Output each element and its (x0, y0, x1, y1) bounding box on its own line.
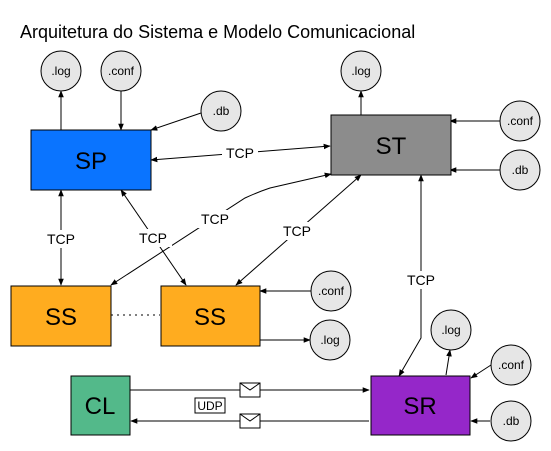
file-sp-conf[interactable]: .conf (100, 50, 142, 92)
node-sr-label: SR (403, 393, 436, 420)
edge-label-st-ss2: TCP (283, 223, 311, 239)
file-sp-conf-label: .conf (108, 64, 135, 78)
edge-label-st-sr: TCP (407, 272, 435, 288)
node-sp[interactable]: SP (30, 129, 152, 191)
file-sr-db-label: .db (503, 414, 520, 428)
file-sr-log-label: .log (441, 323, 460, 337)
node-st[interactable]: ST (330, 114, 452, 176)
file-st-conf[interactable]: .conf (499, 100, 541, 142)
node-cl-label: CL (85, 393, 116, 420)
edge-label-sp-st: TCP (226, 145, 254, 161)
node-sr-box (370, 375, 471, 436)
edge-db-to-sp (150, 112, 202, 131)
node-ss-2-label: SS (194, 304, 226, 331)
envelope-icon (239, 382, 261, 398)
file-st-db-label: .db (512, 163, 529, 177)
node-ss-1-label: SS (45, 304, 77, 331)
node-sr[interactable]: SR (370, 375, 471, 436)
file-st-conf-label: .conf (507, 114, 534, 128)
diagram-title: Arquitetura do Sistema e Modelo Comunica… (20, 22, 415, 42)
node-st-label: ST (376, 133, 407, 160)
file-sr-conf[interactable]: .conf (490, 344, 532, 386)
node-ss-2-box (160, 285, 261, 347)
node-sp-box (30, 129, 152, 191)
node-ss-2[interactable]: SS (160, 285, 261, 347)
file-ss-log-label: .log (320, 333, 339, 347)
node-sp-label: SP (75, 148, 107, 175)
file-ss-conf[interactable]: .conf (310, 270, 352, 312)
file-sr-log[interactable]: .log (430, 309, 472, 351)
file-st-log-label: .log (351, 64, 370, 78)
file-sp-db-label: .db (213, 104, 230, 118)
file-ss-conf-label: .conf (318, 284, 345, 298)
edge-label-cl-sr: UDP (197, 399, 222, 413)
node-ss-1-box (10, 285, 112, 347)
edge-sr-to-log (445, 349, 452, 376)
edge-label-sp-ss2: TCP (139, 230, 167, 246)
file-sp-log[interactable]: .log (40, 50, 82, 92)
edge-labels: TCP TCP TCP TCP TCP TCP UDP (42, 144, 440, 414)
node-ss-1[interactable]: SS (10, 285, 112, 347)
edge-st-sr (398, 174, 424, 377)
node-cl-box (70, 375, 131, 436)
file-sr-db[interactable]: .db (490, 400, 532, 442)
edge-conf-to-sr (470, 364, 492, 379)
file-ss-log[interactable]: .log (309, 319, 351, 361)
node-cl[interactable]: CL (70, 375, 131, 436)
edge-label-sp-ss1: TCP (47, 231, 75, 247)
edge-label-st-ss1: TCP (201, 211, 229, 227)
envelope-icon (239, 413, 261, 429)
file-st-db[interactable]: .db (499, 149, 541, 191)
file-sp-log-label: .log (51, 64, 70, 78)
node-st-box (330, 114, 452, 176)
file-sr-conf-label: .conf (498, 358, 525, 372)
file-sp-db[interactable]: .db (200, 90, 242, 132)
file-st-log[interactable]: .log (340, 50, 382, 92)
